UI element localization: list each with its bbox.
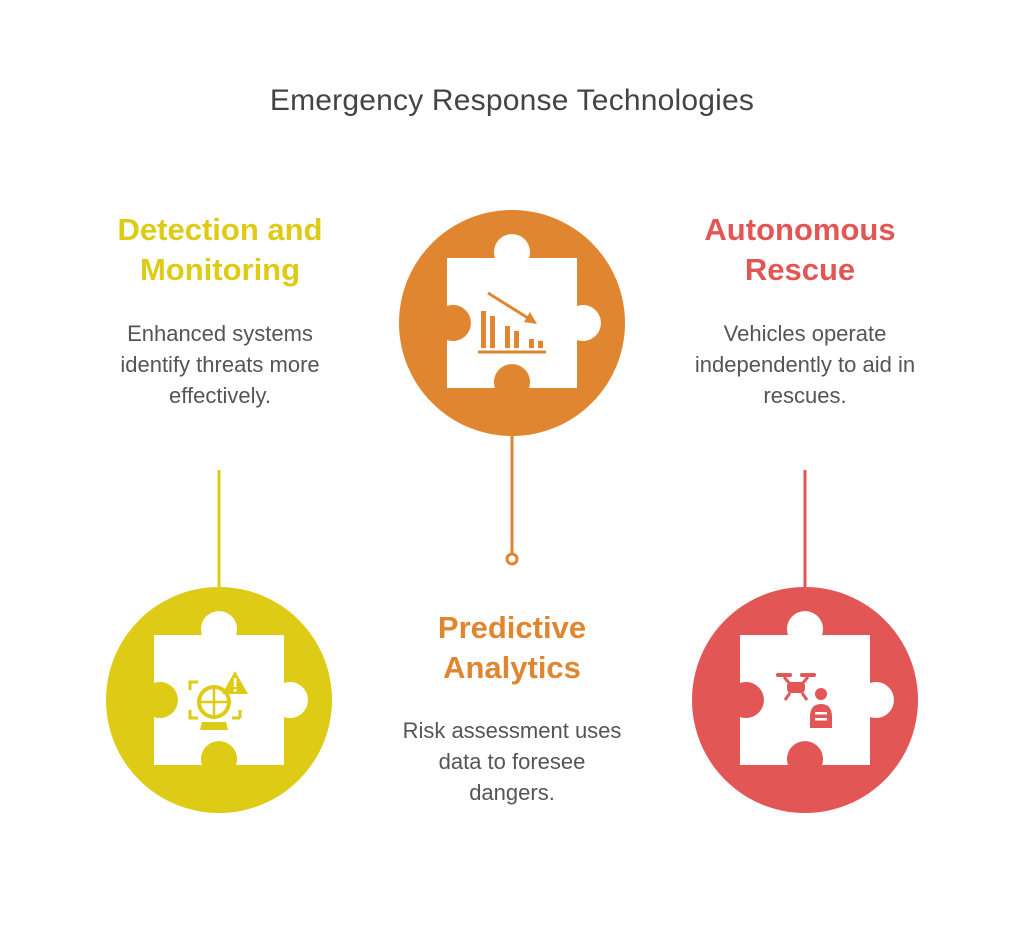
predictive-node (399, 210, 625, 436)
predictive-description: Risk assessment uses data to foresee dan… (402, 718, 622, 805)
declining-bar-chart-icon (478, 291, 546, 354)
detection-heading: Detection and Monitoring (117, 212, 323, 287)
radar-alert-icon (188, 671, 248, 730)
autonomous-node (692, 587, 918, 813)
detection-description: Enhanced systems identify threats more e… (120, 321, 320, 408)
connector-dot-predictive (505, 552, 519, 566)
page-title: Emergency Response Technologies (269, 84, 755, 117)
drone-rescue-icon (776, 673, 832, 728)
predictive-heading: Predictive Analytics (437, 610, 587, 685)
detection-node (106, 587, 332, 813)
autonomous-description: Vehicles operate independently to aid in… (694, 321, 916, 408)
autonomous-heading: Autonomous Rescue (704, 212, 896, 287)
